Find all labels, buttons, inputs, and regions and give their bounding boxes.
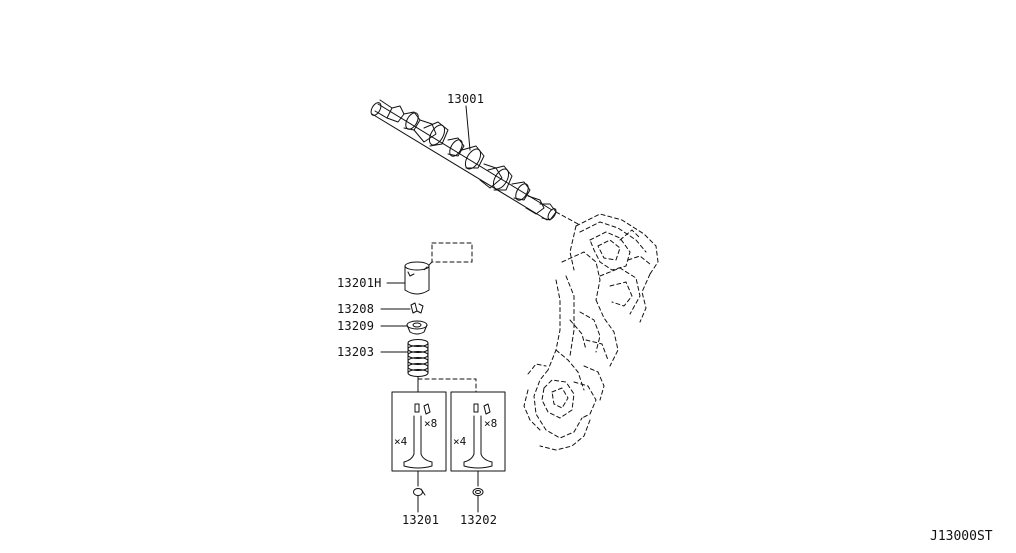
intake-collet-quantity: ×8 <box>424 417 438 430</box>
exhaust-valve-drawing <box>451 392 505 512</box>
part-label-intake-valve[interactable]: 13201 <box>402 513 440 527</box>
intake-valve-quantity: ×4 <box>394 435 408 448</box>
exhaust-valve-quantity: ×4 <box>453 435 467 448</box>
spring-retainer-drawing <box>381 321 427 334</box>
valve-collet-drawing <box>381 303 423 313</box>
part-label-exhaust-valve[interactable]: 13202 <box>460 513 498 527</box>
diagram-reference-code: J13000ST <box>930 529 993 544</box>
valve-spring-drawing <box>381 340 476 393</box>
valve-lifter-drawing <box>387 243 472 294</box>
camshaft-drawing <box>369 100 578 224</box>
part-label-valve-spring[interactable]: 13203 <box>337 345 375 359</box>
exhaust-collet-quantity: ×8 <box>484 417 498 430</box>
part-label-spring-retainer[interactable]: 13209 <box>337 319 375 333</box>
part-label-camshaft[interactable]: 13001 <box>447 92 485 106</box>
engine-phantom-drawing <box>524 214 658 450</box>
intake-valve-drawing <box>392 392 446 512</box>
part-label-valve-lifter[interactable]: 13201H <box>337 276 382 290</box>
part-label-valve-collet[interactable]: 13208 <box>337 302 375 316</box>
